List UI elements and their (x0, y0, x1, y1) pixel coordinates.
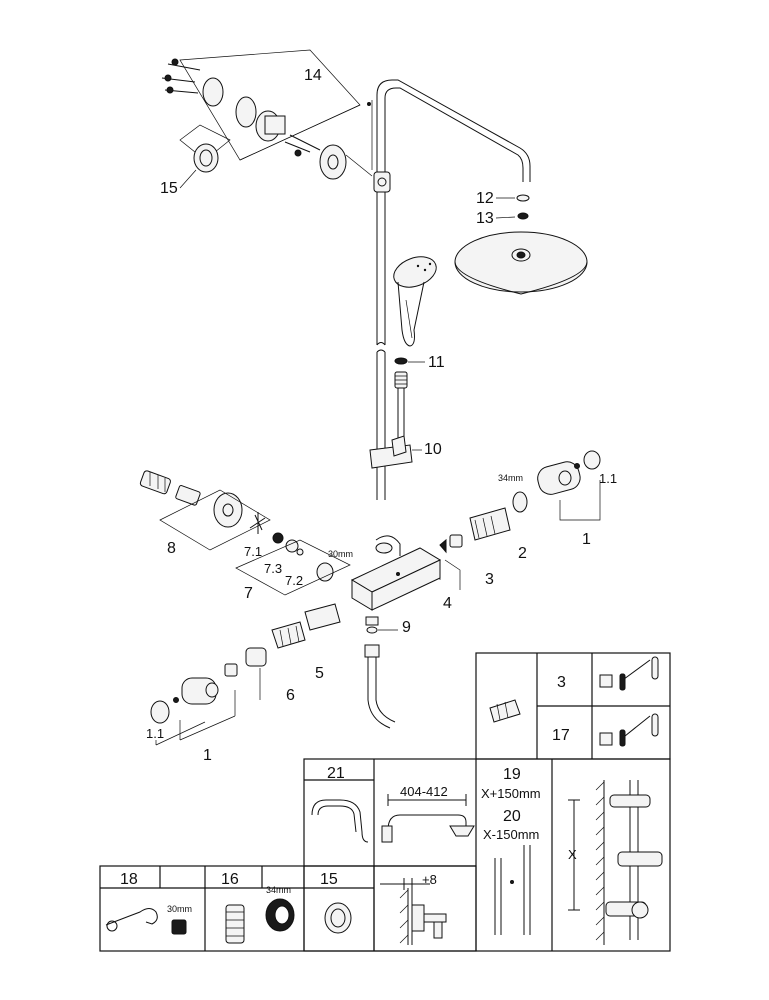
table-header-16: 16 (221, 871, 239, 888)
hand-shower (393, 256, 437, 347)
callout-2: 2 (518, 545, 527, 562)
dimension-x: X (568, 847, 577, 862)
wall-bracket-assembly (161, 49, 373, 180)
callout-4: 4 (443, 595, 452, 612)
shower-riser-assembly (350, 79, 588, 729)
label-34mm: 34mm (266, 885, 291, 895)
callout-6: 6 (286, 687, 295, 704)
callout-7-3: 7.3 (264, 561, 282, 576)
callout-3: 3 (485, 571, 494, 588)
callout-1-right: 1 (582, 531, 591, 548)
label-30mm: 30mm (167, 904, 192, 914)
table-row-17: 17 (552, 727, 570, 744)
accessory-table (303, 758, 671, 952)
small-parts-table (99, 865, 477, 952)
lower-left-assembly (150, 603, 341, 746)
table-header-20: 20 (503, 808, 521, 825)
callout-1-1-right: 1.1 (599, 471, 617, 486)
callout-34mm: 34mm (498, 473, 523, 483)
thermostat-body (350, 535, 442, 611)
callout-15: 15 (160, 180, 178, 197)
cartridge-table (475, 652, 671, 760)
left-valve-assembly (139, 470, 351, 596)
table-row-3: 3 (557, 674, 566, 691)
callout-12: 12 (476, 190, 494, 207)
callout-10: 10 (424, 441, 442, 458)
dimension-404-412: 404-412 (400, 784, 448, 799)
callout-1-1-left: 1.1 (146, 726, 164, 741)
table-header-21: 21 (327, 765, 345, 782)
right-valve-assembly (439, 450, 601, 590)
callout-1-left: 1 (203, 747, 212, 764)
table-header-18: 18 (120, 871, 138, 888)
callout-14: 14 (304, 67, 322, 84)
callout-9: 9 (402, 619, 411, 636)
label-plus-8: +8 (422, 872, 437, 887)
callout-5: 5 (315, 665, 324, 682)
callout-13: 13 (476, 210, 494, 227)
table-19-length: X+150mm (481, 786, 541, 801)
callout-7: 7 (244, 585, 253, 602)
callout-8: 8 (167, 540, 176, 557)
callout-11: 11 (428, 354, 445, 371)
thermometer-icon-row2 (599, 713, 659, 747)
callout-7-1: 7.1 (244, 544, 262, 559)
callout-7-2: 7.2 (285, 573, 303, 588)
table-header-19: 19 (503, 766, 521, 783)
thermometer-icon-row1 (599, 656, 659, 691)
callout-30mm: 30mm (328, 549, 353, 559)
table-header-15: 15 (320, 871, 338, 888)
table-20-length: X-150mm (483, 827, 539, 842)
